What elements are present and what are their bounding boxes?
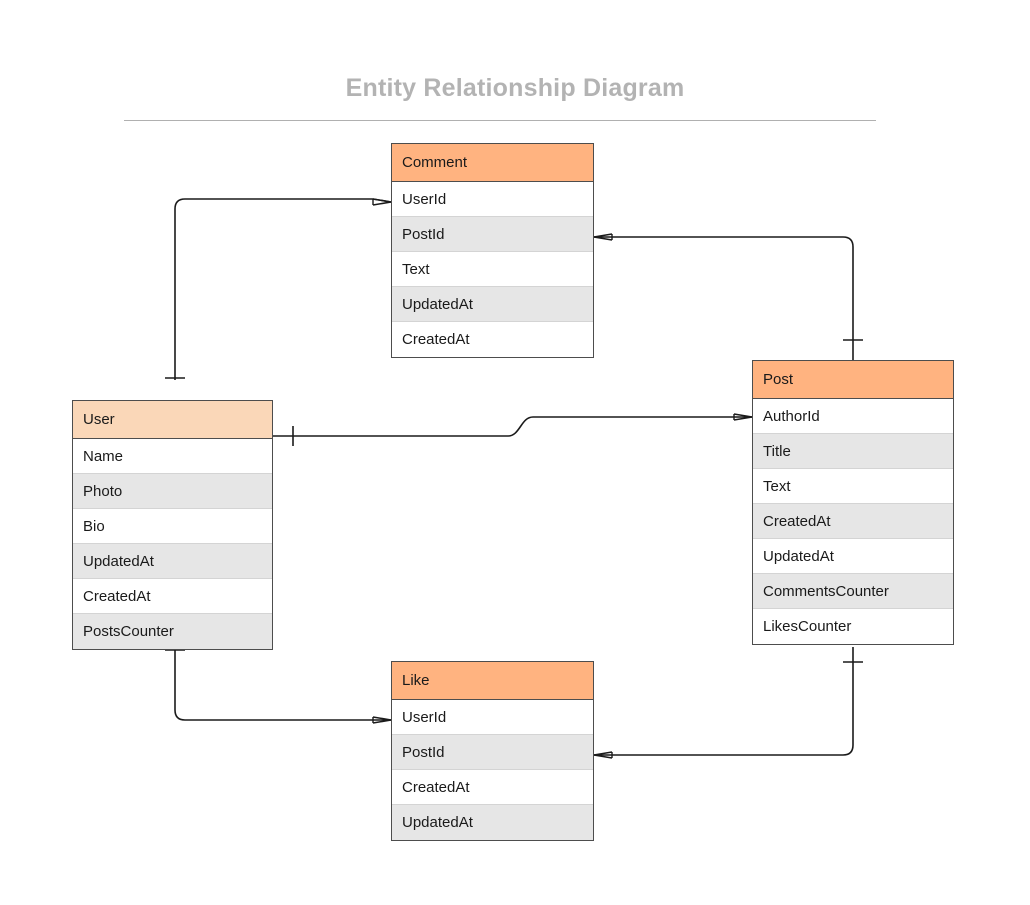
entity-post-attribute[interactable]: UpdatedAt	[753, 539, 953, 574]
entity-comment-title: Comment	[392, 144, 593, 182]
title-divider	[124, 120, 876, 121]
entity-like-title: Like	[392, 662, 593, 700]
entity-post-attribute[interactable]: CommentsCounter	[753, 574, 953, 609]
entity-post-attribute[interactable]: Title	[753, 434, 953, 469]
entity-comment-attribute[interactable]: UserId	[392, 182, 593, 217]
entity-user-attribute[interactable]: UpdatedAt	[73, 544, 272, 579]
entity-user-attribute[interactable]: CreatedAt	[73, 579, 272, 614]
entity-like-attribute[interactable]: UserId	[392, 700, 593, 735]
entity-post-attribute[interactable]: LikesCounter	[753, 609, 953, 644]
entity-like-attribute[interactable]: UpdatedAt	[392, 805, 593, 840]
entity-comment-attribute[interactable]: CreatedAt	[392, 322, 593, 357]
connector-comment-post	[593, 233, 863, 360]
page-title: Entity Relationship Diagram	[345, 74, 685, 102]
entity-post-attribute[interactable]: Text	[753, 469, 953, 504]
entity-post-attribute[interactable]: AuthorId	[753, 399, 953, 434]
connector-user-comment	[165, 198, 392, 380]
entity-user-title: User	[73, 401, 272, 439]
entity-comment-attribute[interactable]: Text	[392, 252, 593, 287]
connector-user-like	[165, 638, 392, 724]
entity-comment-attribute[interactable]: UpdatedAt	[392, 287, 593, 322]
entity-post-title: Post	[753, 361, 953, 399]
entity-like-attribute[interactable]: PostId	[392, 735, 593, 770]
entity-user-attribute[interactable]: Photo	[73, 474, 272, 509]
entity-comment-attribute[interactable]: PostId	[392, 217, 593, 252]
connector-like-post	[593, 647, 863, 759]
entity-user-attribute[interactable]: Bio	[73, 509, 272, 544]
entity-user-attribute[interactable]: PostsCounter	[73, 614, 272, 649]
entity-post-attribute[interactable]: CreatedAt	[753, 504, 953, 539]
connector-user-post	[273, 413, 753, 446]
entity-user-attribute[interactable]: Name	[73, 439, 272, 474]
entity-like-attribute[interactable]: CreatedAt	[392, 770, 593, 805]
